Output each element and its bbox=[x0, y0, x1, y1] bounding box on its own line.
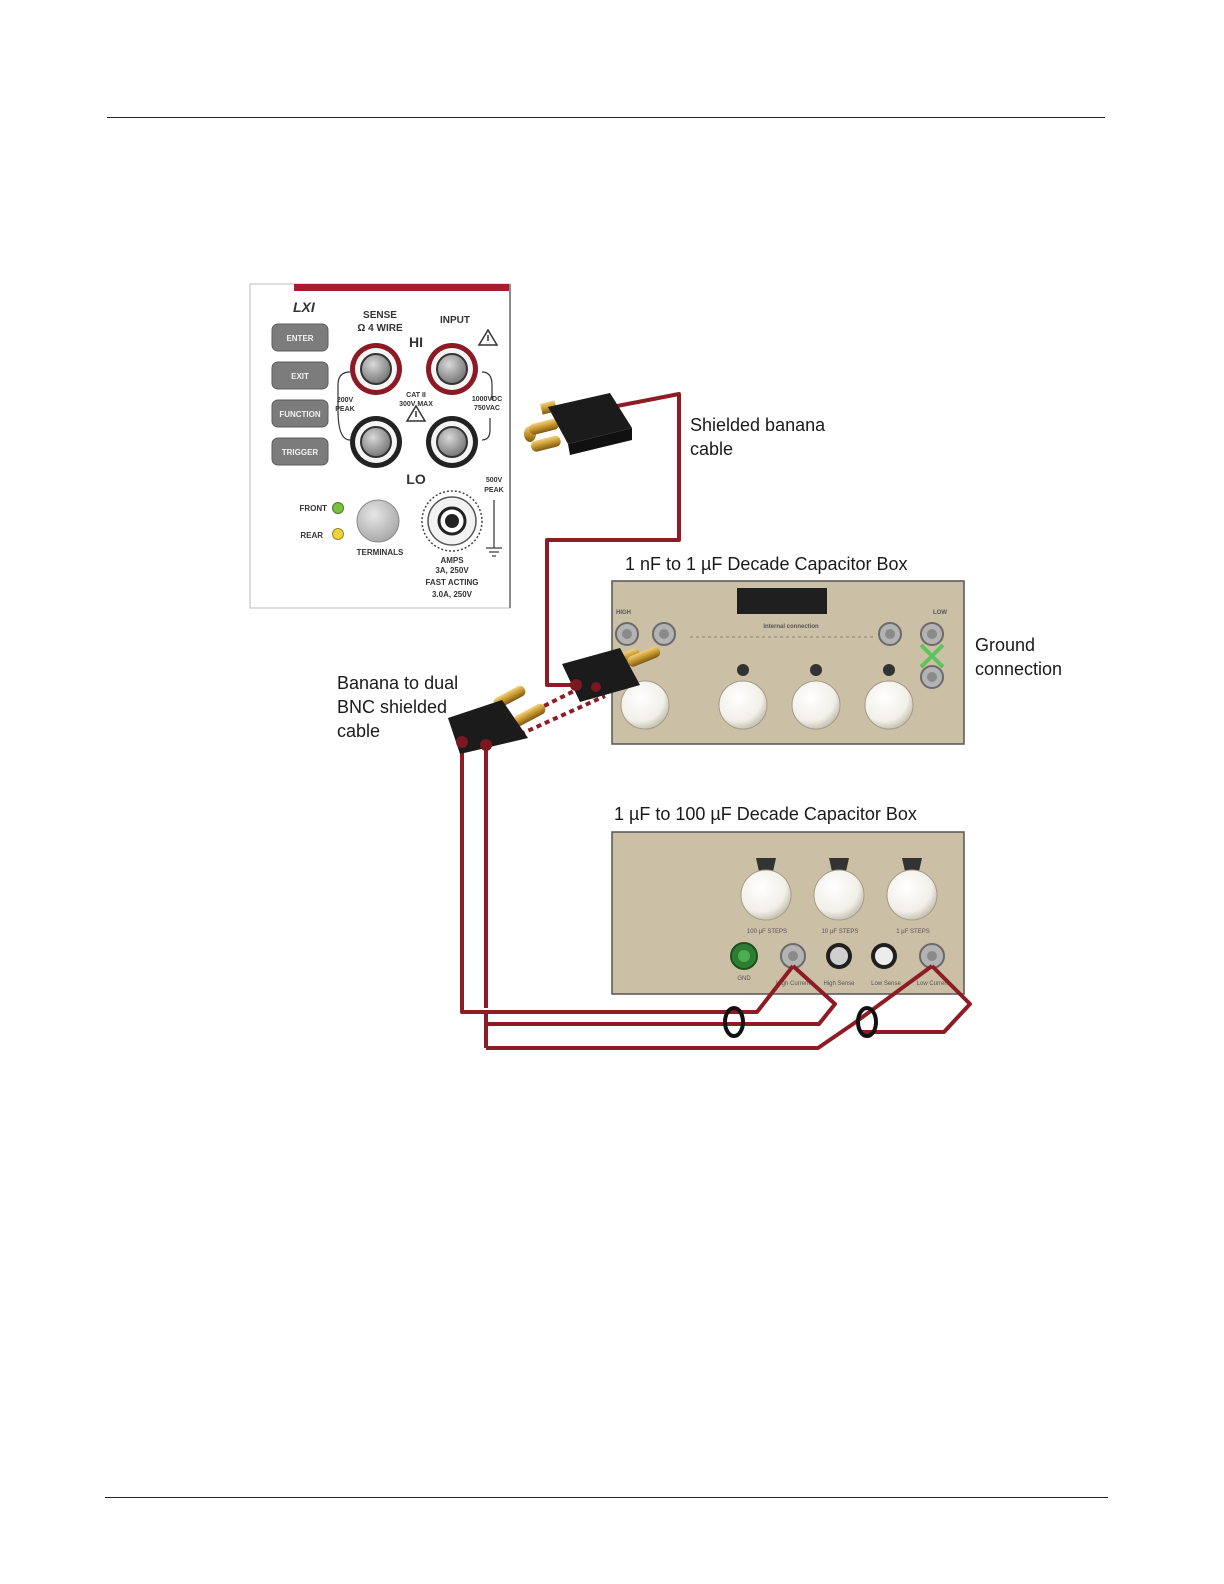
callout-banana-dual-3: cable bbox=[337, 721, 380, 741]
meter-front-panel: LXI ENTER EXIT FUNCTION TRIGGER SENSE Ω … bbox=[249, 283, 511, 609]
nf-high-terminal-2[interactable] bbox=[652, 622, 676, 646]
lo-label: LO bbox=[406, 471, 426, 487]
svg-text:Internal connection: Internal connection bbox=[763, 624, 819, 630]
callout-shielded-banana-2: cable bbox=[690, 439, 733, 459]
svg-text:FRONT: FRONT bbox=[299, 504, 327, 513]
nf-ground-terminal[interactable] bbox=[920, 665, 944, 689]
nf-high-terminal[interactable] bbox=[615, 622, 639, 646]
callout-banana-dual-1: Banana to dual bbox=[337, 673, 458, 693]
uf-decade-knob-1[interactable] bbox=[886, 858, 938, 921]
front-led bbox=[332, 502, 344, 514]
ground-symbol-icon bbox=[486, 547, 502, 557]
lxi-logo: LXI bbox=[293, 299, 316, 315]
uf-decade-capacitor-box: 1 µF to 100 µF Decade Capacitor Box 100 … bbox=[611, 804, 965, 995]
header-rule bbox=[107, 117, 1105, 118]
svg-text:EXIT: EXIT bbox=[291, 372, 309, 381]
svg-text:REAR: REAR bbox=[300, 531, 323, 540]
four-wire-label: Ω 4 WIRE bbox=[357, 323, 403, 334]
warning-triangle-icon bbox=[405, 404, 427, 422]
svg-text:LOW: LOW bbox=[933, 610, 947, 616]
svg-text:1 µF STEPS: 1 µF STEPS bbox=[896, 929, 929, 935]
svg-text:TRIGGER: TRIGGER bbox=[282, 448, 319, 457]
callout-ground-2: connection bbox=[975, 659, 1062, 679]
svg-text:FAST ACTING: FAST ACTING bbox=[425, 578, 478, 587]
shield-loop-2 bbox=[856, 1006, 878, 1038]
svg-text:TERMINALS: TERMINALS bbox=[357, 548, 404, 557]
uf-decade-knob-10[interactable] bbox=[813, 858, 865, 921]
ground-connection-strap bbox=[919, 643, 945, 669]
nf-low-terminal[interactable] bbox=[920, 622, 944, 646]
nf-decade-knob-4[interactable] bbox=[864, 664, 914, 730]
button-exit[interactable]: EXIT bbox=[271, 361, 329, 390]
svg-text:CAT II: CAT II bbox=[406, 392, 426, 399]
svg-text:200V: 200V bbox=[337, 397, 354, 404]
svg-text:AMPS: AMPS bbox=[440, 556, 464, 565]
svg-text:300V MAX: 300V MAX bbox=[399, 401, 433, 408]
footer-rule bbox=[105, 1497, 1108, 1498]
svg-text:3A, 250V: 3A, 250V bbox=[435, 566, 469, 575]
uf-high-current-terminal[interactable] bbox=[780, 943, 806, 969]
callout-shielded-banana-1: Shielded banana bbox=[690, 415, 826, 435]
sense-label: SENSE bbox=[363, 310, 397, 321]
nf-decade-capacitor-box: 1 nF to 1 µF Decade Capacitor Box HIGH L… bbox=[611, 554, 965, 745]
svg-text:Low Current: Low Current bbox=[917, 981, 950, 987]
svg-text:FUNCTION: FUNCTION bbox=[279, 410, 321, 419]
sense-lo-jack[interactable] bbox=[350, 416, 402, 468]
input-hi-jack[interactable] bbox=[426, 343, 478, 395]
uf-box-title: 1 µF to 100 µF Decade Capacitor Box bbox=[614, 804, 917, 824]
uf-low-current-terminal[interactable] bbox=[919, 943, 945, 969]
uf-high-sense-terminal[interactable] bbox=[826, 943, 852, 969]
button-trigger[interactable]: TRIGGER bbox=[271, 437, 329, 466]
nf-low-terminal-2[interactable] bbox=[878, 622, 902, 646]
shielded-banana-plug bbox=[524, 393, 632, 455]
svg-text:PEAK: PEAK bbox=[484, 487, 503, 494]
uf-gnd-terminal[interactable] bbox=[730, 942, 758, 970]
banana-to-dual-bnc-plug bbox=[448, 685, 546, 754]
hi-label: HI bbox=[409, 334, 423, 350]
svg-text:750VAC: 750VAC bbox=[474, 405, 500, 412]
nf-decade-knob-2[interactable] bbox=[718, 664, 768, 730]
nf-decade-knob-3[interactable] bbox=[791, 664, 841, 730]
svg-text:HIGH: HIGH bbox=[616, 610, 631, 616]
sense-hi-jack[interactable] bbox=[350, 343, 402, 395]
warning-triangle-icon bbox=[477, 328, 499, 346]
svg-text:100 µF STEPS: 100 µF STEPS bbox=[747, 929, 787, 935]
nf-box-banana-plug bbox=[562, 646, 661, 702]
svg-text:3.0A, 250V: 3.0A, 250V bbox=[432, 590, 473, 599]
button-enter[interactable]: ENTER bbox=[271, 323, 329, 352]
svg-text:10 µF STEPS: 10 µF STEPS bbox=[822, 929, 859, 935]
input-lo-jack[interactable] bbox=[426, 416, 478, 468]
terminals-button[interactable] bbox=[356, 499, 400, 543]
amps-jack[interactable] bbox=[421, 490, 483, 552]
input-label: INPUT bbox=[440, 315, 470, 326]
callout-banana-dual-2: BNC shielded bbox=[337, 697, 447, 717]
shield-loop-1 bbox=[723, 1006, 745, 1038]
svg-text:1000VDC: 1000VDC bbox=[472, 396, 502, 403]
svg-text:GND: GND bbox=[737, 976, 751, 982]
nf-decade-knob-1[interactable] bbox=[620, 680, 670, 730]
button-function[interactable]: FUNCTION bbox=[271, 399, 329, 428]
svg-text:500V: 500V bbox=[486, 477, 503, 484]
svg-text:PEAK: PEAK bbox=[335, 406, 354, 413]
uf-low-sense-terminal[interactable] bbox=[871, 943, 897, 969]
uf-decade-knob-100[interactable] bbox=[740, 858, 792, 921]
display-window bbox=[737, 588, 827, 614]
svg-text:ENTER: ENTER bbox=[286, 334, 313, 343]
nf-box-title: 1 nF to 1 µF Decade Capacitor Box bbox=[625, 554, 908, 574]
callout-ground-1: Ground bbox=[975, 635, 1035, 655]
svg-text:High Current: High Current bbox=[776, 981, 810, 987]
svg-text:High Sense: High Sense bbox=[823, 981, 855, 987]
svg-text:Low Sense: Low Sense bbox=[871, 981, 901, 987]
rear-led bbox=[332, 528, 344, 540]
